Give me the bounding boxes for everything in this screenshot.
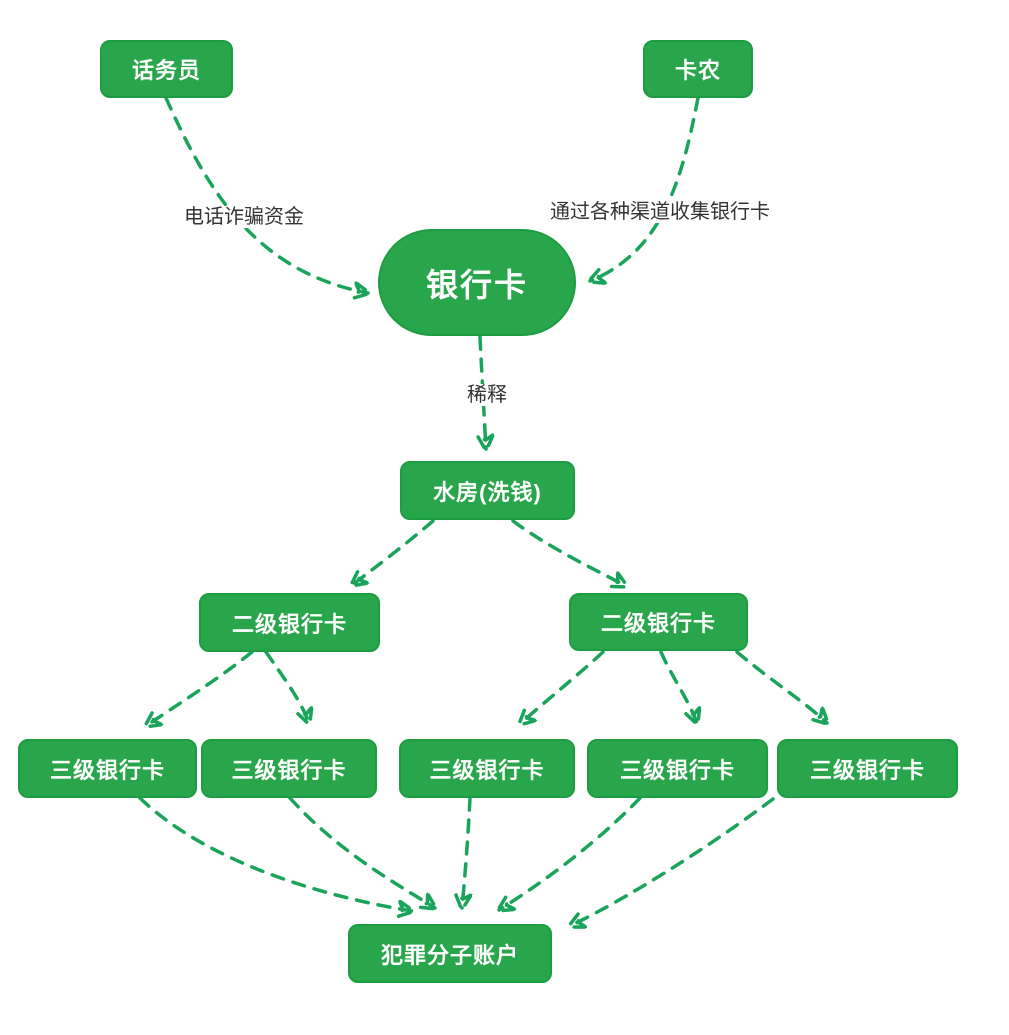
edge-l2left-to-l32	[264, 650, 309, 723]
edge-cardcollector-to-bankcard	[590, 96, 700, 281]
node-third-level-card-3: 三级银行卡	[399, 739, 575, 798]
edge-l32-to-criminal	[288, 796, 435, 908]
edge-operator-to-bankcard	[164, 96, 368, 293]
edge-l34-to-criminal	[499, 796, 642, 910]
edge-laundry-to-l2right	[511, 519, 626, 586]
node-third-level-card-2: 三级银行卡	[201, 739, 377, 798]
edge-l33-to-criminal	[462, 796, 470, 908]
edge-laundry-to-l2left	[352, 519, 435, 585]
edge-l2right-to-l35	[735, 650, 827, 723]
node-third-level-card-5: 三级银行卡	[777, 739, 958, 798]
node-third-level-card-4: 三级银行卡	[587, 739, 768, 798]
edge-label-collect-cards-channels: 通过各种渠道收集银行卡	[548, 201, 772, 223]
node-criminal-account: 犯罪分子账户	[348, 924, 552, 983]
node-second-level-card-left: 二级银行卡	[199, 593, 380, 652]
edge-l31-to-criminal	[138, 796, 412, 911]
node-third-level-card-1: 三级银行卡	[18, 739, 197, 798]
edge-label-phone-fraud-funds: 电话诈骗资金	[182, 206, 306, 228]
node-card-collector: 卡农	[643, 40, 753, 98]
edge-l2right-to-l34	[659, 650, 697, 723]
edge-label-dilute: 稀释	[465, 384, 509, 406]
edge-l2right-to-l33	[520, 650, 605, 724]
node-laundry-house: 水房(洗钱)	[400, 461, 575, 520]
node-phone-operator: 话务员	[100, 40, 233, 98]
edge-l2left-to-l31	[146, 650, 254, 726]
node-bank-card: 银行卡	[378, 229, 576, 336]
edge-l35-to-criminal	[570, 797, 775, 926]
node-second-level-card-right: 二级银行卡	[569, 593, 748, 651]
